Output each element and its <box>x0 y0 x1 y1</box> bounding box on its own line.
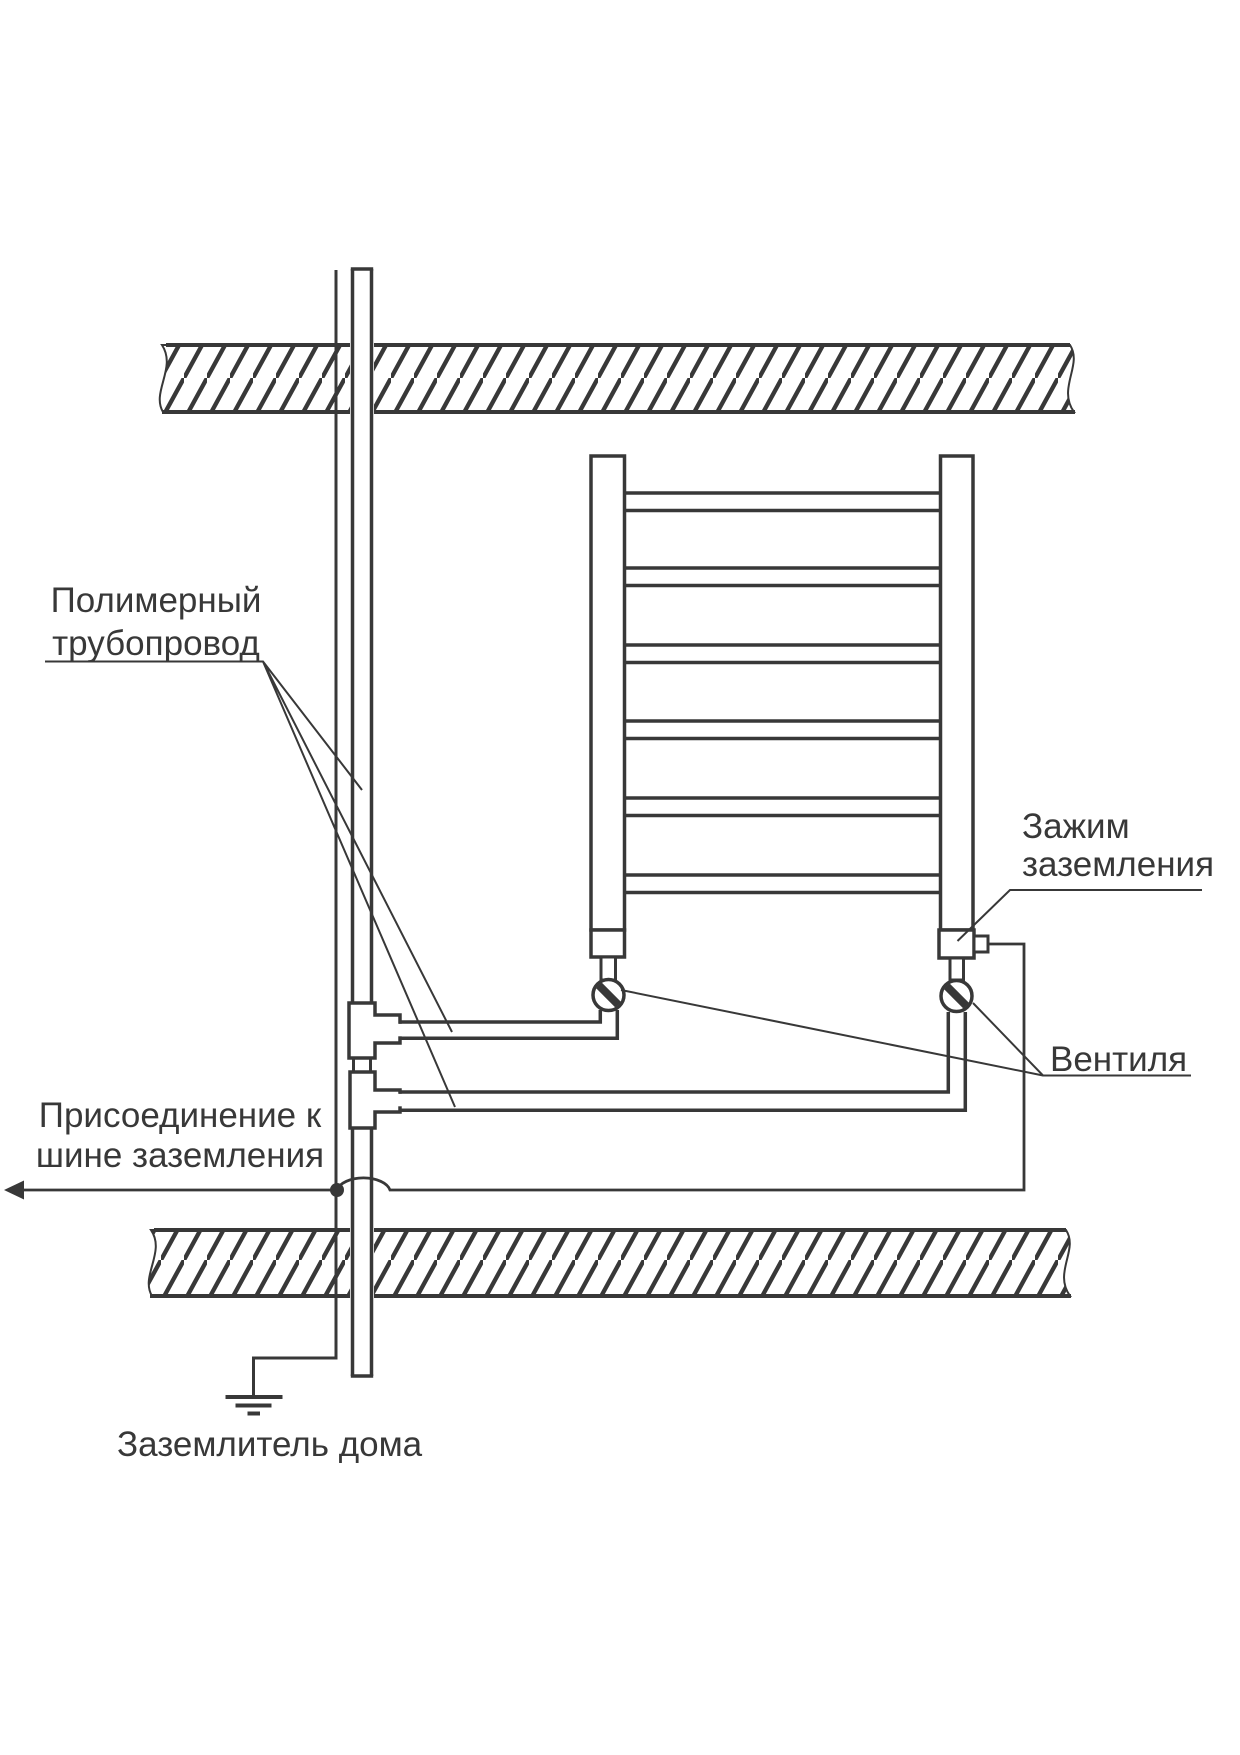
radiator-rung <box>620 873 945 895</box>
right-valve-neck <box>948 956 965 982</box>
radiator-rung <box>620 643 945 665</box>
left-post <box>589 454 627 932</box>
valve-right <box>939 978 974 1014</box>
label-house-ground: Заземлитель дома <box>117 1425 423 1464</box>
valve-screw-slot <box>594 981 623 1009</box>
leader-valves <box>620 989 1191 1077</box>
grounding-wire <box>4 942 1026 1200</box>
left-post-collar <box>589 928 627 959</box>
left-arrow-icon <box>4 1180 24 1200</box>
floor-slab <box>147 1228 1072 1298</box>
leader-grounding-clamp <box>956 889 1202 942</box>
right-post <box>938 454 975 932</box>
house-ground-conductor <box>252 270 338 1397</box>
tee-fitting-lower <box>348 1070 402 1130</box>
ceiling-slab <box>158 343 1076 414</box>
tee-fitting-upper <box>347 1001 402 1060</box>
radiator-rung <box>620 719 945 741</box>
grounding-clamp <box>937 928 976 960</box>
label-bus-connection-line1: Присоединение к <box>39 1096 322 1135</box>
valve-screw-slot <box>942 982 971 1010</box>
polymer-riser-pipe <box>350 267 374 1378</box>
label-polymer-pipeline-line1: Полимерный <box>51 581 262 620</box>
connection-pipe-lower <box>398 1012 968 1113</box>
floor-slab-hatch <box>147 1229 1072 1297</box>
valve-left <box>591 977 626 1013</box>
label-valves: Вентиля <box>1050 1040 1187 1079</box>
radiator-rung <box>620 566 945 588</box>
tee-nipple <box>352 1058 372 1072</box>
towel-rail <box>589 454 990 1014</box>
label-bus-connection-line2: шине заземления <box>36 1136 324 1175</box>
earth-ground-icon <box>225 1395 283 1416</box>
grounding-clamp-terminal <box>972 934 990 954</box>
label-polymer-pipeline-line2: трубопровод <box>52 624 260 663</box>
label-grounding-clamp-line2: заземления <box>1022 845 1214 884</box>
ceiling-slab-hatch <box>158 344 1076 413</box>
leader-polymer-pipeline <box>45 660 456 1108</box>
radiator-rung <box>620 796 945 818</box>
connection-pipe-upper <box>398 1010 620 1041</box>
label-grounding-clamp-line1: Зажим <box>1022 807 1130 846</box>
radiator-rung <box>620 491 945 513</box>
radiator-rungs <box>620 491 945 895</box>
left-valve-neck <box>599 955 617 982</box>
